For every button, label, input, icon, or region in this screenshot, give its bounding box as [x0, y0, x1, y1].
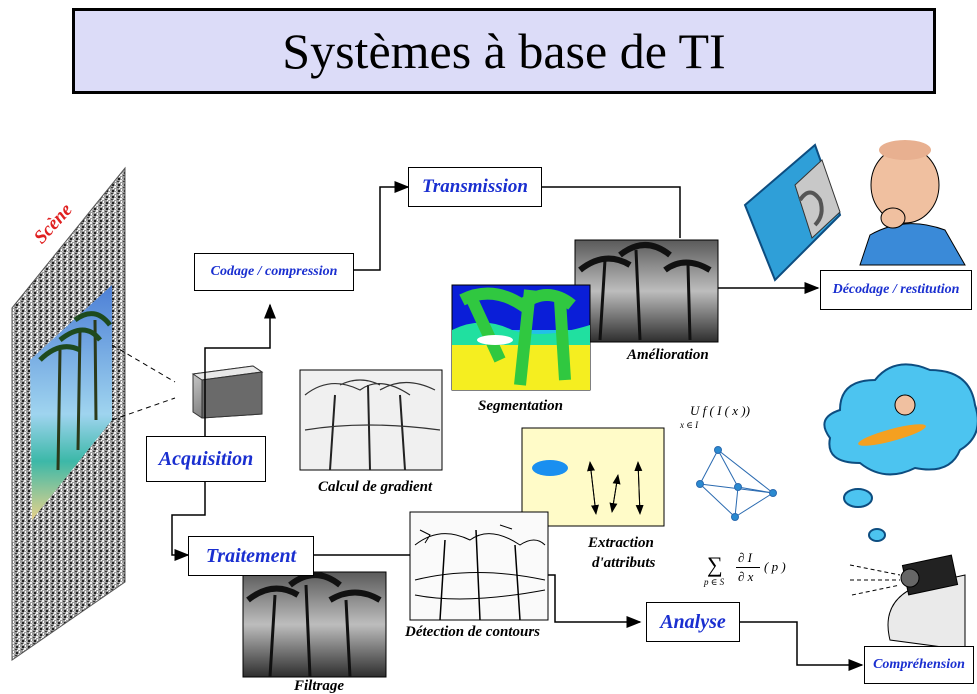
- sum-symbol: ∑: [707, 552, 723, 577]
- comprehension-label: Compréhension: [873, 657, 965, 672]
- traitement-box: Traitement: [188, 536, 314, 576]
- decodage-box: Décodage / restitution: [820, 270, 972, 310]
- transmission-label: Transmission: [422, 176, 528, 197]
- page-title: Systèmes à base de TI: [282, 23, 726, 79]
- traitement-label: Traitement: [205, 544, 297, 567]
- acquisition-box: Acquisition: [146, 436, 266, 482]
- union-formula: U f ( I ( x )): [690, 403, 750, 418]
- sum-subscript: p ∈ S: [704, 577, 725, 587]
- thinking-person-icon: [859, 140, 966, 266]
- contours-image: [409, 511, 549, 621]
- acquisition-label: Acquisition: [158, 447, 254, 470]
- amelioration-caption: Amélioration: [627, 347, 709, 363]
- attributes-panel: [521, 427, 665, 527]
- camera-cube: [191, 365, 264, 419]
- gradient-image: [299, 369, 443, 471]
- analyse-label: Analyse: [660, 610, 726, 633]
- thought-cloud: [823, 363, 977, 542]
- fraction-bar: [736, 567, 760, 568]
- graph-figure: [696, 446, 777, 521]
- decodage-label: Décodage / restitution: [832, 282, 960, 297]
- comprehension-box: Compréhension: [864, 646, 974, 684]
- partial-numerator: ∂ I: [738, 550, 753, 565]
- amelioration-image: [574, 239, 719, 343]
- connectors: [171, 181, 864, 671]
- monitor-icon: [743, 143, 842, 282]
- filtrage-caption: Filtrage: [294, 678, 345, 694]
- partial-argument: ( p ): [764, 559, 786, 574]
- extraction-caption-1: Extraction: [588, 535, 654, 551]
- gradient-caption: Calcul de gradient: [318, 479, 433, 495]
- filtrage-image: [242, 571, 387, 678]
- analyse-box: Analyse: [646, 602, 740, 642]
- union-subscript: x ∈ I: [680, 420, 699, 430]
- extraction-caption-2: d'attributs: [592, 555, 656, 571]
- codage-box: Codage / compression: [194, 253, 354, 291]
- scene-panel: [11, 166, 176, 661]
- partial-denominator: ∂ x: [738, 569, 754, 584]
- robot-camera-icon: [849, 554, 966, 651]
- segmentation-caption: Segmentation: [478, 398, 564, 414]
- segmentation-image: [451, 284, 591, 391]
- contours-caption: Détection de contours: [405, 624, 540, 640]
- transmission-box: Transmission: [408, 167, 542, 207]
- codage-label: Codage / compression: [210, 264, 338, 279]
- title-box: Systèmes à base de TI: [72, 8, 936, 94]
